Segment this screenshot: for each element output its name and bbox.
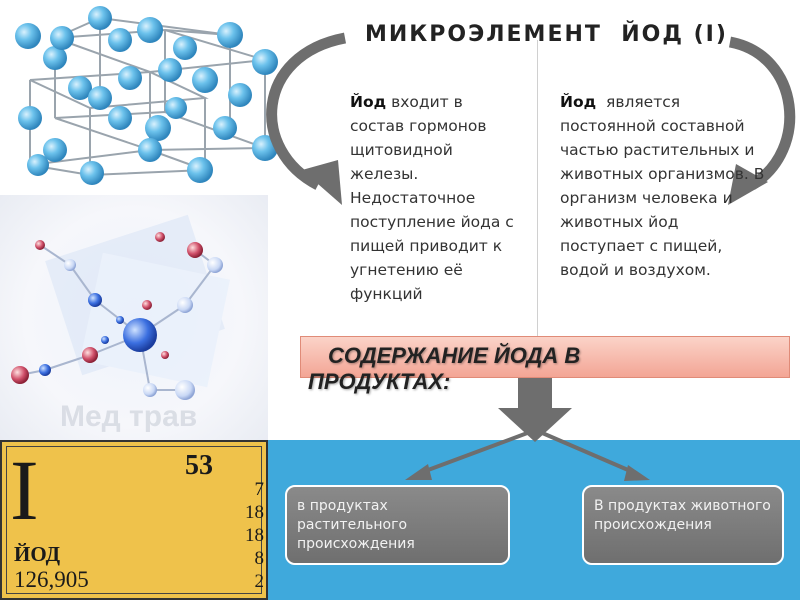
right-column-bold: Йод — [560, 93, 597, 111]
branch-arrow-left-head — [405, 464, 432, 480]
element-symbol: I — [10, 442, 39, 538]
watermark-text: Мед трав — [60, 400, 198, 433]
molecule-icon — [11, 214, 231, 400]
branch-arrow-right — [539, 430, 636, 475]
column-divider — [537, 40, 538, 340]
element-card-border — [6, 446, 262, 594]
molecule-panel — [0, 195, 268, 440]
plant-products-box[interactable]: в продуктах растительного происхождения — [285, 485, 510, 565]
animal-products-box[interactable]: В продуктах животного происхождения — [582, 485, 784, 565]
crystal-lattice-icon — [15, 6, 278, 185]
element-card — [0, 440, 268, 600]
page-title: МИКРОЭЛЕМЕНТ ЙОД (I) — [365, 22, 728, 47]
electron-shell: 18 — [245, 525, 264, 546]
element-name: ЙОД — [14, 542, 61, 566]
down-arrow-icon — [498, 376, 572, 442]
electron-shell: 18 — [245, 502, 264, 523]
banner-title: СОДЕРЖАНИЕ ЙОДА В ПРОДУКТАХ: — [308, 343, 581, 394]
right-curved-arrow-icon — [728, 36, 796, 205]
electron-shell: 2 — [254, 571, 265, 592]
right-column-body: является постоянной составной частью рас… — [560, 93, 770, 279]
branch-arrow-right-head — [624, 465, 650, 481]
electron-shell: 8 — [254, 548, 265, 569]
left-curved-arrow-icon — [266, 32, 347, 205]
content-banner — [300, 336, 790, 378]
left-column-bold: Йод — [350, 93, 387, 111]
element-electron-shells: 7 18 18 8 2 — [240, 478, 264, 593]
right-column-text: Йод является постоянной составной частью… — [560, 90, 765, 282]
left-column-text: Йод входит в состав гормонов щитовидной … — [350, 90, 520, 306]
branch-arrow-left — [419, 430, 531, 475]
element-atomic-number: 53 — [185, 450, 213, 481]
element-atomic-mass: 126,905 — [14, 567, 89, 592]
electron-shell: 7 — [254, 479, 265, 500]
left-column-body: входит в состав гормонов щитовидной желе… — [350, 93, 514, 303]
